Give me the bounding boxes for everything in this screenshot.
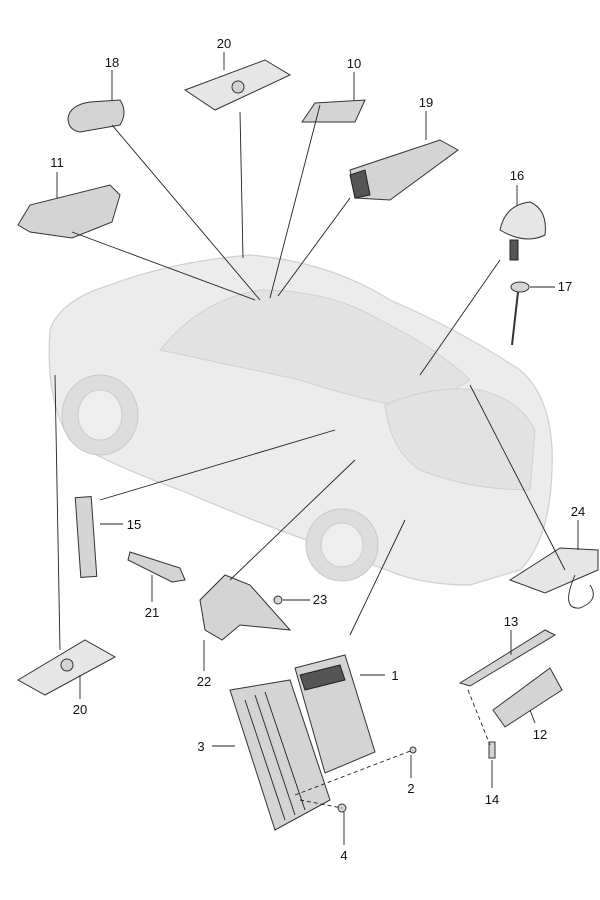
callout-24: 24 <box>571 504 585 519</box>
part-17 <box>510 281 530 346</box>
callout-11: 11 <box>50 155 64 170</box>
part-14 <box>488 741 496 759</box>
callout-2: 2 <box>407 781 414 796</box>
part-18 <box>67 99 125 133</box>
callout-1: 1 <box>391 668 398 683</box>
part-1 <box>294 654 376 774</box>
vehicle-illustration <box>48 254 553 586</box>
callout-10: 10 <box>347 56 361 71</box>
part-21 <box>127 551 186 583</box>
callout-19: 19 <box>419 95 433 110</box>
callout-3: 3 <box>197 739 204 754</box>
callout-17: 17 <box>558 279 572 294</box>
callout-18: 18 <box>105 55 119 70</box>
part-24 <box>508 547 599 609</box>
part-23 <box>273 595 283 605</box>
callout-21: 21 <box>145 605 159 620</box>
part-12 <box>492 667 563 728</box>
part-10 <box>301 99 366 123</box>
callout-22: 22 <box>197 674 211 689</box>
part-16 <box>499 201 546 261</box>
part-13 <box>458 629 557 687</box>
part-20-bottom <box>16 639 117 696</box>
leader-lines <box>54 52 579 845</box>
callout-4: 4 <box>340 848 347 863</box>
part-22 <box>199 574 292 641</box>
callout-16: 16 <box>510 168 524 183</box>
callout-12: 12 <box>533 727 547 742</box>
part-3 <box>229 679 331 831</box>
part-20-top <box>183 59 292 111</box>
part-11 <box>17 184 121 239</box>
callout-13: 13 <box>504 614 518 629</box>
callout-23: 23 <box>313 592 327 607</box>
callout-20-bottom: 20 <box>73 702 87 717</box>
part-15 <box>74 496 98 578</box>
callout-20-top: 20 <box>217 36 231 51</box>
callout-14: 14 <box>485 792 499 807</box>
part-19 <box>349 139 459 201</box>
callout-15: 15 <box>127 517 141 532</box>
